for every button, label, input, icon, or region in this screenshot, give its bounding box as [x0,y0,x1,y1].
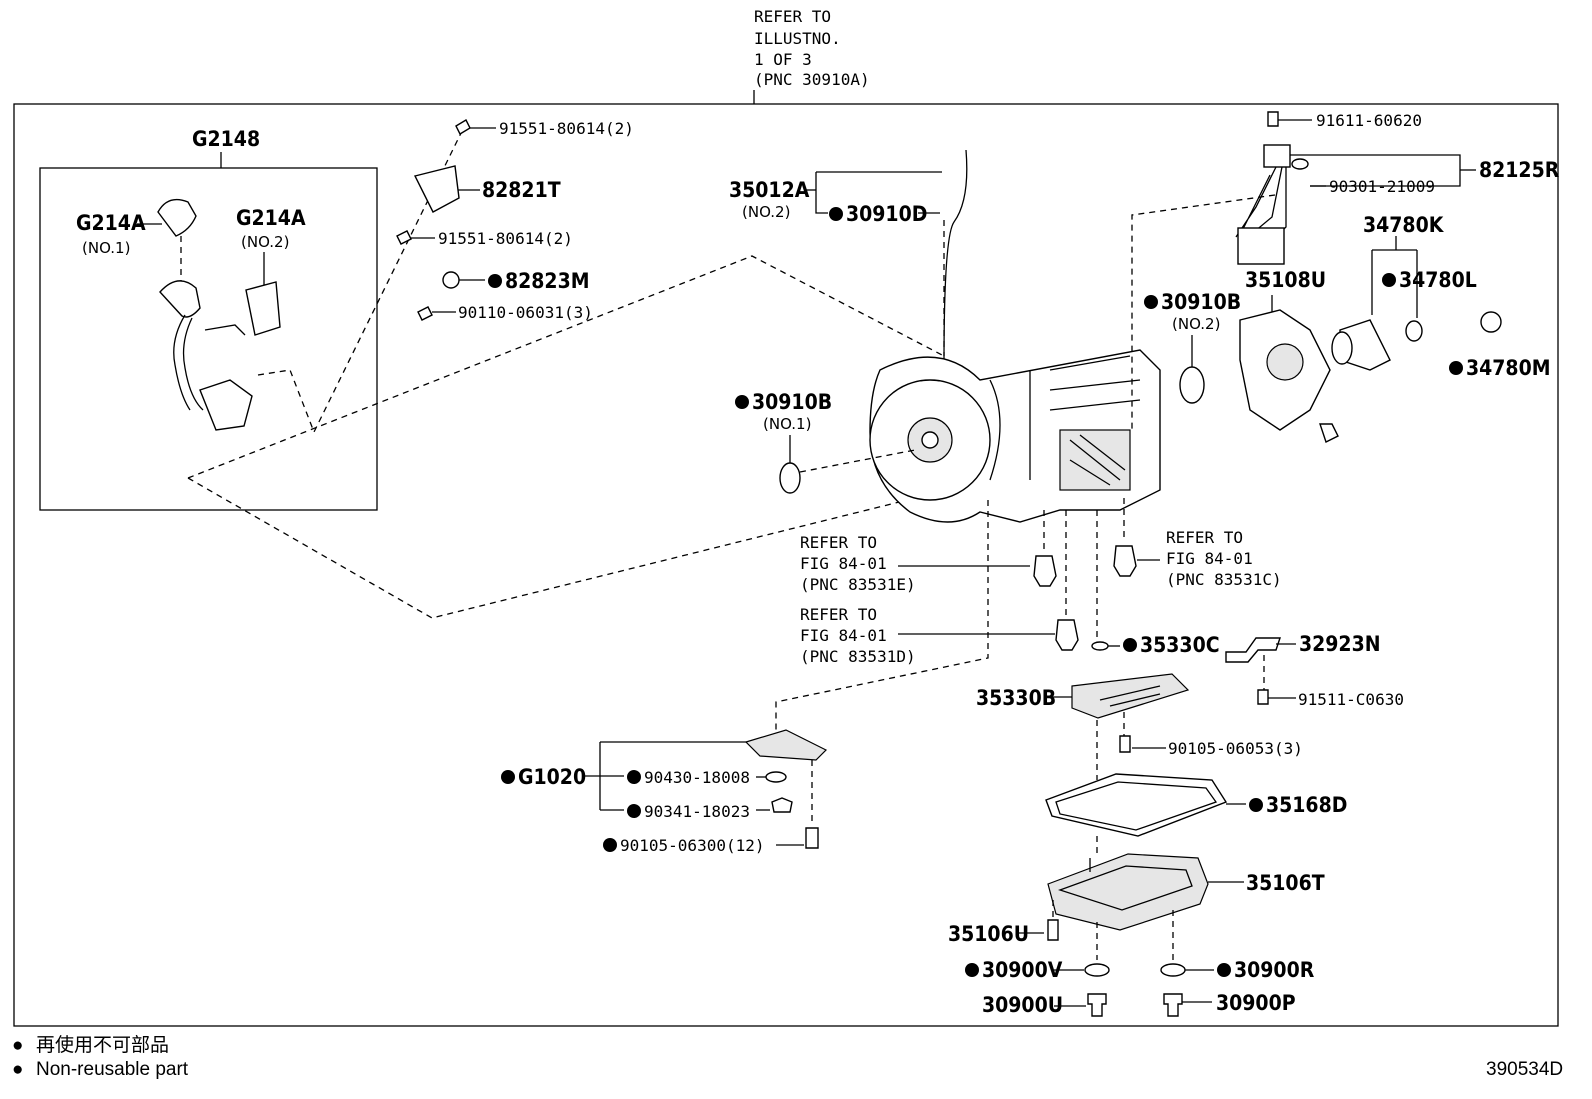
svg-text:30900P: 30900P [1216,991,1296,1015]
svg-text:REFER TO: REFER TO [754,7,831,26]
legend: ● 再使用不可部品 ● Non-reusable part [12,1034,189,1080]
dipstick-tube: 35012A (NO.2) 30910D [729,149,968,363]
svg-text:90110-06031(3): 90110-06031(3) [458,303,593,322]
svg-text:1 OF 3: 1 OF 3 [754,50,812,69]
svg-text:FIG 84-01: FIG 84-01 [800,554,887,573]
svg-text:●: ● [12,1059,23,1080]
svg-text:FIG 84-01: FIG 84-01 [1166,549,1253,568]
svg-text:FIG 84-01: FIG 84-01 [800,626,887,645]
filter-35330b: 35330B 90105-06053(3) [976,673,1303,780]
g2148-label: G2148 [192,127,260,151]
svg-text:(PNC 83531D): (PNC 83531D) [800,647,916,666]
svg-text:91551-80614(2): 91551-80614(2) [438,229,573,248]
svg-text:(NO.1): (NO.1) [763,415,811,433]
svg-text:34780L: 34780L [1399,268,1477,292]
seal-30910b-no2: 30910B (NO.2) [1144,290,1241,404]
svg-text:(PNC 30910A): (PNC 30910A) [754,70,870,89]
svg-text:30910B: 30910B [1161,290,1241,314]
svg-text:(NO.2): (NO.2) [742,203,790,221]
bracket-32923n: 32923N 91511-C0630 [1225,632,1404,709]
g2148-group: G2148 G214A (NO.1) G214A (NO.2) [39,127,378,511]
svg-text:35168D: 35168D [1266,793,1347,817]
svg-text:91611-60620: 91611-60620 [1316,111,1422,130]
svg-text:ILLUSTNO.: ILLUSTNO. [754,29,841,48]
svg-text:82823M: 82823M [505,269,590,293]
oil-pan-35106t: 35106T [1047,853,1325,960]
svg-text:30900U: 30900U [982,993,1063,1017]
extension-housing-35108u: 35108U [1239,268,1339,443]
svg-text:30910D: 30910D [846,202,927,226]
svg-text:35012A: 35012A [729,178,810,202]
svg-text:30900R: 30900R [1234,958,1315,982]
svg-text:G214A: G214A [76,211,146,235]
svg-text:82821T: 82821T [482,178,561,202]
svg-text:35106T: 35106T [1246,871,1325,895]
svg-text:34780M: 34780M [1466,356,1551,380]
harness-82125r: 91611-60620 82125R 90301-21009 [1131,111,1560,430]
svg-text:35330C: 35330C [1140,633,1220,657]
plug-30900u: 30900U [982,993,1107,1017]
svg-text:34780K: 34780K [1363,213,1445,237]
figure-id: 390534D [1486,1059,1563,1080]
svg-text:30900V: 30900V [982,958,1063,982]
svg-text:35106U: 35106U [948,922,1029,946]
gasket-30900r: 30900R [1160,958,1315,982]
svg-text:(NO.2): (NO.2) [241,233,289,251]
seal-30910b-no1: 30910B (NO.1) [735,390,916,494]
refer-illustration-note: REFER TO ILLUSTNO. 1 OF 3 (PNC 30910A) [753,7,870,104]
diagram-frame [13,103,1559,1027]
svg-text:90105-06053(3): 90105-06053(3) [1168,739,1303,758]
svg-text:90105-06300(12): 90105-06300(12) [620,836,765,855]
cover-plate-g1020: G1020 90430-18008 90341-18023 90105-0630… [501,500,989,855]
svg-text:(PNC 83531C): (PNC 83531C) [1166,570,1282,589]
refer-83531d: REFER TO FIG 84-01 (PNC 83531D) [800,510,1079,666]
svg-text:Non-reusable part: Non-reusable part [36,1059,189,1080]
wire-harness-icon [157,198,281,431]
svg-text:90301-21009: 90301-21009 [1329,177,1435,196]
svg-text:再使用不可部品: 再使用不可部品 [36,1034,169,1056]
svg-text:90430-18008: 90430-18008 [644,768,750,787]
svg-text:35108U: 35108U [1245,268,1326,292]
svg-text:(PNC 83531E): (PNC 83531E) [800,575,916,594]
svg-text:G214A: G214A [236,206,306,230]
oring-35330c: 35330C [1091,510,1220,657]
refer-83531c: REFER TO FIG 84-01 (PNC 83531C) [1113,498,1282,589]
refer-83531e: REFER TO FIG 84-01 (PNC 83531E) [800,510,1057,594]
svg-text:91551-80614(2): 91551-80614(2) [499,119,634,138]
svg-text:82125R: 82125R [1479,158,1560,182]
bolt-35106u: 35106U [948,900,1059,946]
plug-30900p: 30900P [1163,991,1296,1017]
transmission-assembly [869,349,1161,523]
svg-text:35330B: 35330B [976,686,1056,710]
svg-text:G1020: G1020 [518,765,586,789]
svg-text:REFER TO: REFER TO [800,605,877,624]
gasket-30900v: 30900V [965,958,1110,982]
svg-text:REFER TO: REFER TO [1166,528,1243,547]
svg-text:90341-18023: 90341-18023 [644,802,750,821]
svg-text:(NO.1): (NO.1) [82,239,130,257]
svg-text:32923N: 32923N [1299,632,1381,656]
flange-34780k-group: 34780K 34780L 34780M [1331,213,1551,380]
svg-text:(NO.2): (NO.2) [1172,315,1220,333]
svg-text:91511-C0630: 91511-C0630 [1298,690,1404,709]
svg-text:30910B: 30910B [752,390,832,414]
gasket-35168d: 35168D [1045,773,1347,858]
svg-text:●: ● [12,1035,23,1056]
svg-text:REFER TO: REFER TO [800,533,877,552]
clip-parts: 91551-80614(2) 82821T 91551-80614(2) 828… [396,119,634,322]
